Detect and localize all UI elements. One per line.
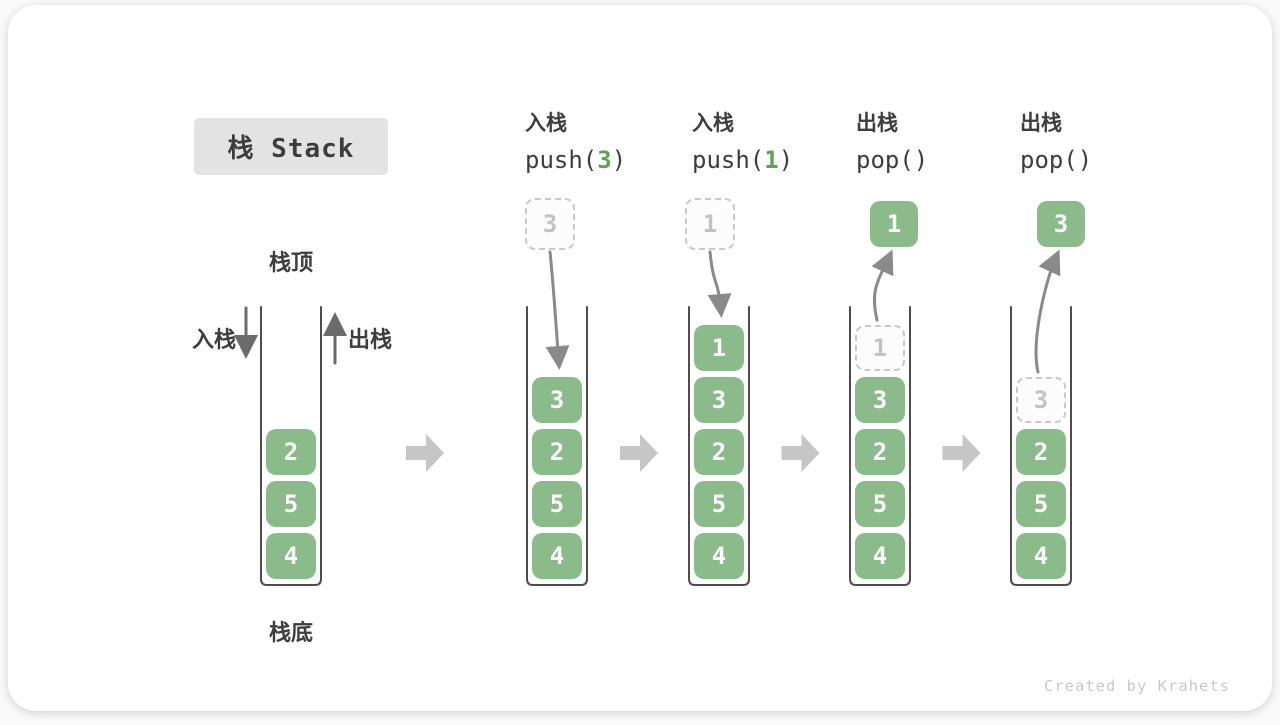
stack-block: 3 [855,377,905,423]
popped-value-box: 1 [870,201,918,247]
stack-block: 5 [1016,481,1066,527]
stack-block: 2 [855,429,905,475]
stack-top-label: 栈顶 [268,250,313,275]
watermark: Created by Krahets [1044,677,1230,695]
operation-label-cjk: 出栈 [1020,112,1062,135]
stack-block: 5 [532,481,582,527]
stack-block: 4 [855,533,905,579]
popped-slot-ghost: 1 [855,325,905,371]
pop-side-label: 出栈 [348,327,393,352]
operation-arg: 3 [597,146,612,174]
stack-block: 2 [532,429,582,475]
stack-block: 1 [694,325,744,371]
operation-code: push(3) [525,146,627,174]
incoming-value-box: 3 [525,198,575,250]
operation-code: pop() [856,146,929,174]
operation-code: pop() [1020,146,1093,174]
stack-block: 2 [694,429,744,475]
stack-block: 2 [1016,429,1066,475]
stack-block: 4 [532,533,582,579]
stack-block: 2 [266,429,316,475]
stack-block: 5 [855,481,905,527]
stack-block: 3 [532,377,582,423]
operation-label-cjk: 入栈 [692,112,734,135]
column-header-after-push-1: 入栈 push(1) [692,111,793,173]
operation-label-cjk: 出栈 [856,112,898,135]
title-badge: 栈 Stack [194,118,388,175]
stack-block: 5 [694,481,744,527]
column-header-after-pop-3: 出栈 pop() [1020,111,1092,173]
stack-bottom-label: 栈底 [268,620,313,645]
stack-block: 5 [266,481,316,527]
push-side-label: 入栈 [191,327,236,352]
page-title: 栈 Stack [227,134,355,164]
operation-arg: 1 [764,146,779,174]
incoming-value-box: 1 [685,198,735,250]
stack-block: 4 [1016,533,1066,579]
stack-block: 4 [694,533,744,579]
operation-code: push(1) [692,146,794,174]
operation-label-cjk: 入栈 [525,112,567,135]
column-header-after-push-3: 入栈 push(3) [525,111,626,173]
stack-block: 4 [266,533,316,579]
popped-slot-ghost: 3 [1016,377,1066,423]
popped-value-box: 3 [1037,201,1085,247]
stack-block: 3 [694,377,744,423]
column-header-after-pop-1: 出栈 pop() [856,111,928,173]
